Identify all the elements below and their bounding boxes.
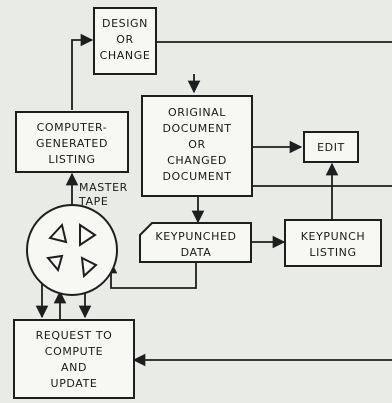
node-keypunch-listing: KEYPUNCH LISTING xyxy=(284,219,382,267)
listing-label-1: COMPUTER- xyxy=(37,121,108,134)
node-original-document: ORIGINAL DOCUMENT OR CHANGED DOCUMENT xyxy=(141,95,253,197)
connector-listing-to-design xyxy=(71,33,94,110)
request-label-1: REQUEST TO xyxy=(36,329,113,342)
request-label-3: AND xyxy=(61,361,87,374)
original-label-2: DOCUMENT xyxy=(162,122,231,135)
node-computer-generated-listing: COMPUTER- GENERATED LISTING xyxy=(15,111,129,173)
master-tape-label: MASTER TAPE xyxy=(78,181,128,208)
original-label-3: OR xyxy=(188,138,206,151)
connector-keypunched-to-tape xyxy=(104,260,197,289)
design-label-2: OR xyxy=(116,33,134,46)
original-label-5: DOCUMENT xyxy=(162,170,231,183)
original-label-4: CHANGED xyxy=(167,154,227,167)
request-label-2: COMPUTE xyxy=(45,345,103,358)
design-label-1: DESIGN xyxy=(102,17,148,30)
node-design-or-change: DESIGN OR CHANGE xyxy=(93,7,157,75)
request-label-4: UPDATE xyxy=(51,377,98,390)
original-label-1: ORIGINAL xyxy=(168,106,226,119)
master-tape-label-1: MASTER xyxy=(79,181,128,194)
master-tape-reel-icon xyxy=(26,204,118,296)
node-edit: EDIT xyxy=(303,131,359,163)
listing-label-2: GENERATED xyxy=(36,137,108,150)
keypunch-listing-label-1: KEYPUNCH xyxy=(301,230,366,243)
keypunched-label-1: KEYPUNCHED xyxy=(155,230,236,243)
keypunched-label-2: DATA xyxy=(181,246,212,259)
listing-label-3: LISTING xyxy=(48,153,95,166)
keypunch-listing-label-2: LISTING xyxy=(309,246,356,259)
node-request-to-compute: REQUEST TO COMPUTE AND UPDATE xyxy=(13,319,135,399)
edit-label: EDIT xyxy=(317,141,345,154)
node-keypunched-data: KEYPUNCHED DATA xyxy=(139,222,252,263)
design-label-3: CHANGE xyxy=(100,49,151,62)
master-tape-label-2: TAPE xyxy=(78,195,108,208)
